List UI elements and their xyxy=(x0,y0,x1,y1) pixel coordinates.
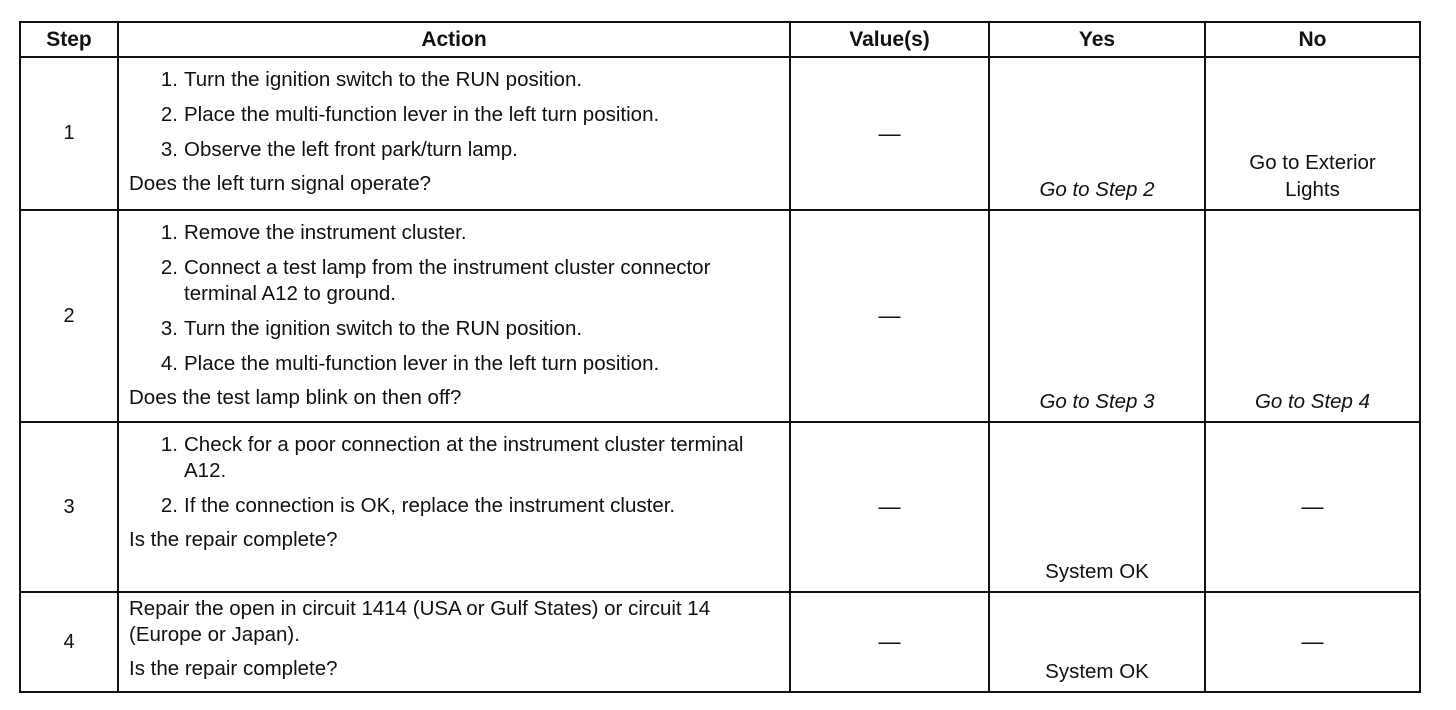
list-item: 3. Observe the left front park/turn lamp. xyxy=(129,137,781,163)
value-cell: — xyxy=(789,209,990,423)
list-item: 4. Place the multi-function lever in the … xyxy=(129,351,781,377)
action-question: Does the test lamp blink on then off? xyxy=(129,386,462,409)
action-cell: Repair the open in circuit 1414 (USA or … xyxy=(117,591,791,693)
value-cell: — xyxy=(789,421,990,593)
item-number: 2. xyxy=(160,494,178,517)
item-number: 1. xyxy=(160,433,178,456)
yes-cell: System OK xyxy=(988,421,1206,593)
action-list: 1. Turn the ignition switch to the RUN po… xyxy=(129,67,781,163)
item-text: Check for a poor connection at the instr… xyxy=(184,433,744,482)
list-item: 1. Turn the ignition switch to the RUN po… xyxy=(129,67,781,93)
list-item: 3. Turn the ignition switch to the RUN po… xyxy=(129,316,781,342)
no-text: Go to Exterior Lights xyxy=(1249,151,1376,201)
item-text: Remove the instrument cluster. xyxy=(184,221,467,244)
diagnostic-table: Step Action Value(s) Yes No 1 1. Turn the… xyxy=(19,21,1421,693)
item-number: 4. xyxy=(160,352,178,375)
yes-cell: Go to Step 2 xyxy=(988,56,1206,211)
step-number: 2 xyxy=(19,209,119,423)
action-question: Does the left turn signal operate? xyxy=(129,172,431,195)
step-number: 3 xyxy=(19,421,119,593)
table-row: 2 1. Remove the instrument cluster. 2. Con… xyxy=(19,209,1421,423)
item-number: 3. xyxy=(160,138,178,161)
header-action: Action xyxy=(117,21,791,58)
header-yes: Yes xyxy=(988,21,1206,58)
value-cell: — xyxy=(789,56,990,211)
step-number: 1 xyxy=(19,56,119,211)
list-item: 2. If the connection is OK, replace the i… xyxy=(129,493,781,519)
action-text: Repair the open in circuit 1414 (USA or … xyxy=(129,597,711,646)
yes-cell: Go to Step 3 xyxy=(988,209,1206,423)
item-number: 1. xyxy=(160,68,178,91)
header-step: Step xyxy=(19,21,119,58)
header-values: Value(s) xyxy=(789,21,990,58)
value-cell: — xyxy=(789,591,990,693)
item-number: 2. xyxy=(160,256,178,279)
action-question: Is the repair complete? xyxy=(129,657,338,680)
action-question: Is the repair complete? xyxy=(129,528,338,551)
item-text: Place the multi-function lever in the le… xyxy=(184,103,660,126)
no-cell: — xyxy=(1204,421,1421,593)
action-cell: 1. Check for a poor connection at the ins… xyxy=(117,421,791,593)
item-number: 1. xyxy=(160,221,178,244)
no-cell: Go to Exterior Lights xyxy=(1204,56,1421,211)
item-text: If the connection is OK, replace the ins… xyxy=(184,494,676,517)
list-item: 2. Connect a test lamp from the instrumen… xyxy=(129,255,781,307)
no-cell: — xyxy=(1204,591,1421,693)
table-row: 1 1. Turn the ignition switch to the RUN … xyxy=(19,56,1421,211)
item-number: 2. xyxy=(160,103,178,126)
table-row: 4 Repair the open in circuit 1414 (USA o… xyxy=(19,591,1421,693)
yes-cell: System OK xyxy=(988,591,1206,693)
table-row: 3 1. Check for a poor connection at the i… xyxy=(19,421,1421,593)
item-text: Turn the ignition switch to the RUN posi… xyxy=(184,317,583,340)
step-number: 4 xyxy=(19,591,119,693)
action-cell: 1. Turn the ignition switch to the RUN po… xyxy=(117,56,791,211)
list-item: 2. Place the multi-function lever in the … xyxy=(129,102,781,128)
list-item: 1. Remove the instrument cluster. xyxy=(129,220,781,246)
header-row: Step Action Value(s) Yes No xyxy=(19,21,1421,58)
action-list: 1. Check for a poor connection at the ins… xyxy=(129,432,781,519)
action-list: 1. Remove the instrument cluster. 2. Conne… xyxy=(129,220,781,377)
no-cell: Go to Step 4 xyxy=(1204,209,1421,423)
item-number: 3. xyxy=(160,317,178,340)
item-text: Place the multi-function lever in the le… xyxy=(184,352,660,375)
header-no: No xyxy=(1204,21,1421,58)
item-text: Connect a test lamp from the instrument … xyxy=(184,256,711,305)
list-item: 1. Check for a poor connection at the ins… xyxy=(129,432,781,484)
action-cell: 1. Remove the instrument cluster. 2. Conne… xyxy=(117,209,791,423)
item-text: Turn the ignition switch to the RUN posi… xyxy=(184,68,583,91)
item-text: Observe the left front park/turn lamp. xyxy=(184,138,518,161)
